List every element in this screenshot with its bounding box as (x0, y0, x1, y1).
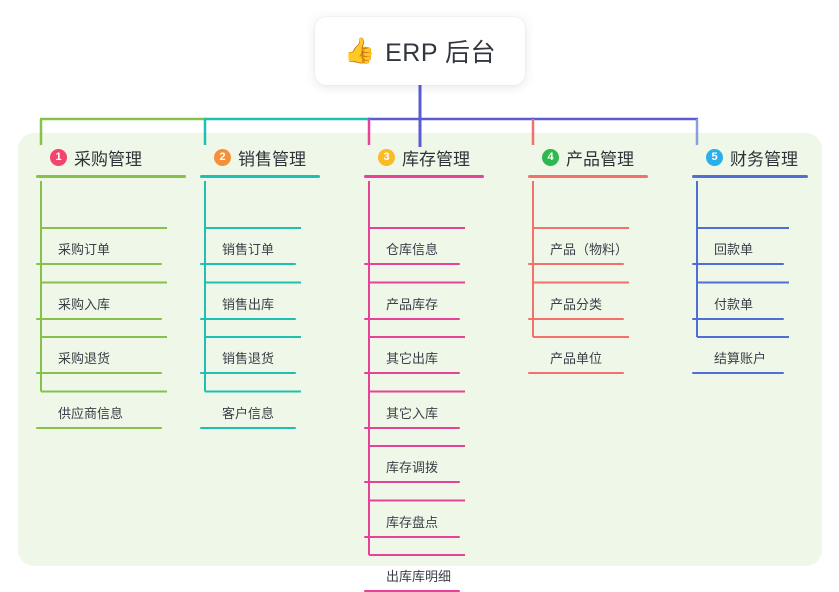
branch-item[interactable]: 产品单位 (528, 348, 624, 374)
branch-header-2[interactable]: 2 销售管理 (200, 145, 320, 169)
branch-header-4[interactable]: 4 产品管理 (528, 145, 648, 169)
branch-item-label: 付款单 (714, 296, 754, 312)
branch-item-label: 结算账户 (714, 351, 767, 366)
branch-item-underline (692, 372, 784, 374)
branch-item-label: 供应商信息 (58, 405, 124, 421)
branch-item-label: 回款单 (714, 242, 754, 257)
branch-item-underline (36, 317, 162, 320)
branch-item-underline (36, 426, 162, 429)
branch-title: 采购管理 (74, 149, 142, 169)
branch-title: 财务管理 (730, 149, 798, 169)
branch-item-label: 出库库明细 (386, 569, 452, 584)
branch-header-3[interactable]: 3 库存管理 (364, 145, 484, 169)
branch-item-underline (200, 426, 296, 429)
branch-column-3: 3 库存管理仓库信息产品库存其它出库其它入库库存调拨库存盘点出库库明细 (364, 145, 484, 592)
branch-item-label: 库存调拨 (386, 460, 439, 475)
branch-item-underline (528, 372, 624, 374)
branch-item-underline (364, 317, 460, 320)
branch-item-label: 客户信息 (222, 405, 275, 421)
branch-underline (692, 175, 808, 178)
branch-number-badge: 2 (214, 148, 231, 166)
branch-item-underline (364, 535, 460, 538)
branch-item-underline (528, 263, 624, 265)
branch-item-underline (364, 263, 460, 265)
branch-item-underline (200, 372, 296, 374)
root-title: ERP 后台 (385, 39, 497, 67)
branch-item-underline (528, 317, 624, 320)
branch-item[interactable]: 供应商信息 (36, 403, 162, 429)
branch-item[interactable]: 库存盘点 (364, 512, 460, 538)
branch-item-underline (364, 372, 460, 374)
branch-title: 库存管理 (402, 149, 470, 169)
branch-item[interactable]: 库存调拨 (364, 457, 460, 483)
branch-item[interactable]: 仓库信息 (364, 239, 460, 265)
branch-title: 销售管理 (238, 149, 306, 169)
branch-item[interactable]: 销售退货 (200, 348, 296, 374)
branch-item-underline (692, 317, 784, 320)
branch-column-1: 1 采购管理采购订单采购入库采购退货供应商信息 (36, 145, 186, 429)
branch-underline (36, 175, 186, 178)
branch-number-badge: 4 (542, 148, 559, 166)
branch-underline (200, 175, 320, 178)
branch-item-underline (364, 481, 460, 483)
branch-header-5[interactable]: 5 财务管理 (692, 145, 808, 169)
branch-item-underline (364, 426, 460, 429)
branch-item-underline (200, 263, 296, 265)
branch-item[interactable]: 销售出库 (200, 294, 296, 320)
branch-item[interactable]: 采购入库 (36, 294, 162, 320)
branch-item-label: 销售出库 (222, 296, 275, 312)
branch-item-underline (36, 263, 162, 265)
root-node[interactable]: 👍 ERP 后台 (315, 17, 525, 85)
branch-item-label: 库存盘点 (386, 514, 439, 530)
branch-item-label: 仓库信息 (386, 242, 439, 257)
branch-item-label: 产品（物料） (550, 242, 629, 257)
branch-number-badge: 3 (378, 148, 395, 166)
branch-item[interactable]: 出库库明细 (364, 566, 460, 592)
branch-title: 产品管理 (566, 149, 634, 169)
branch-item-label: 采购入库 (58, 296, 111, 312)
branch-item-underline (36, 372, 162, 374)
branch-item-label: 销售订单 (222, 242, 275, 257)
branch-item-label: 采购订单 (58, 242, 111, 257)
branch-item-label: 其它出库 (386, 351, 439, 366)
branch-column-4: 4 产品管理产品（物料） 产品分类产品单位 (528, 145, 648, 374)
branch-underline (528, 175, 648, 178)
branch-item-label: 采购退货 (58, 351, 111, 366)
branch-item-underline (692, 263, 784, 265)
branch-item[interactable]: 付款单 (692, 294, 784, 320)
branch-number-badge: 5 (706, 148, 723, 166)
branch-number-badge: 1 (50, 148, 67, 166)
branch-item[interactable]: 采购订单 (36, 239, 162, 265)
branch-item-label: 产品单位 (550, 351, 603, 366)
branch-item[interactable]: 采购退货 (36, 348, 162, 374)
branch-item[interactable]: 客户信息 (200, 403, 296, 429)
branch-item[interactable]: 其它入库 (364, 403, 460, 429)
branch-header-1[interactable]: 1 采购管理 (36, 145, 186, 169)
branch-item[interactable]: 回款单 (692, 239, 784, 265)
branch-item[interactable]: 其它出库 (364, 348, 460, 374)
branch-column-5: 5 财务管理回款单付款单结算账户 (692, 145, 808, 374)
diagram-panel (18, 133, 822, 566)
branch-item[interactable]: 结算账户 (692, 348, 784, 374)
branch-item-underline (200, 317, 296, 320)
branch-item-label: 产品分类 (550, 296, 603, 312)
branch-item[interactable]: 产品分类 (528, 294, 624, 320)
branch-item[interactable]: 产品库存 (364, 294, 460, 320)
branch-item-label: 销售退货 (222, 351, 275, 366)
branch-underline (364, 175, 484, 178)
branch-item-label: 其它入库 (386, 405, 439, 421)
branch-column-2: 2 销售管理销售订单销售出库销售退货客户信息 (200, 145, 320, 429)
branch-item[interactable]: 产品（物料） (528, 239, 629, 265)
branch-item[interactable]: 销售订单 (200, 239, 296, 265)
branch-item-label: 产品库存 (386, 296, 439, 312)
thumbs-up-icon: 👍 (343, 36, 376, 65)
